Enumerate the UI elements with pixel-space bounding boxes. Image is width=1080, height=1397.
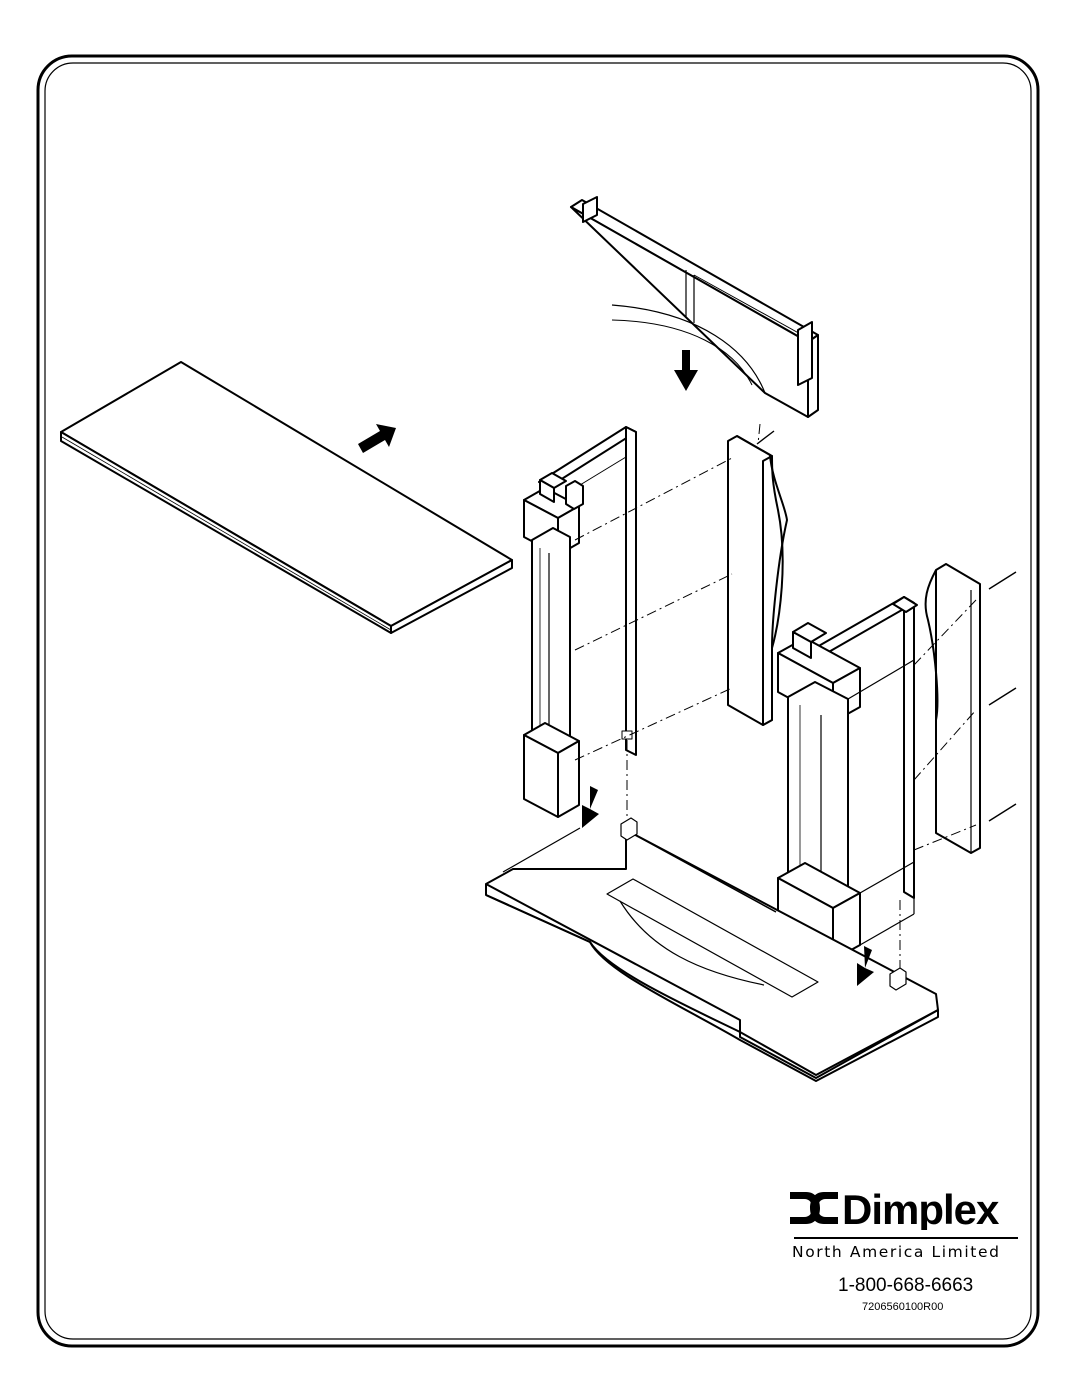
outer-border [36,54,1040,1348]
document-number: 7206560100R00 [862,1301,944,1313]
header-drop-arrow-icon [674,350,698,391]
right-side-panel-icon [924,563,981,854]
wood-screw-icon [756,430,1017,822]
shelf-direction-arrow-icon [358,424,396,453]
company-subtitle: North America Limited [792,1243,1001,1261]
phone-number: 1-800-668-6663 [838,1275,974,1296]
alignment-guides [574,423,977,968]
dimplex-logo-icon: Dimplex [790,1186,1001,1230]
left-column-assembly-icon [523,426,637,818]
brand-divider [794,1237,1018,1239]
brand-block: Dimplex North America Limited 1-800-668-… [782,1180,1022,1380]
exploded-assembly-diagram [60,196,1017,1082]
dimplex-mark-icon [790,1192,838,1224]
left-column-drop-arrow-icon [582,786,599,828]
inner-border [44,62,1032,1340]
right-column-drop-arrow-icon [857,946,874,986]
arched-header-panel-icon [570,196,819,418]
left-side-panel-icon [727,435,788,726]
right-column-assembly-icon [777,596,918,961]
logo-wordmark: Dimplex [842,1186,1000,1230]
mantel-top-shelf-icon [60,361,513,634]
